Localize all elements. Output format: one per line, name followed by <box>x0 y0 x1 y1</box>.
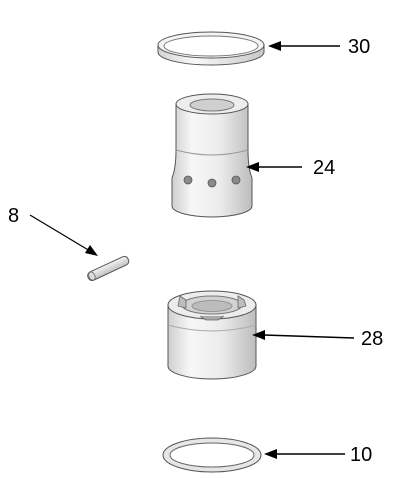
callout-label-28: 28 <box>361 328 383 350</box>
bushing-part-24 <box>171 93 253 218</box>
callout-label-10: 10 <box>350 444 372 466</box>
callout-label-30: 30 <box>348 36 370 58</box>
sleeve-part-28 <box>167 290 257 380</box>
ring-part-30 <box>157 31 265 66</box>
oring-part-10 <box>162 437 262 473</box>
callout-arrow-30 <box>268 41 340 51</box>
callout-label-24: 24 <box>313 157 335 179</box>
callout-label-8: 8 <box>8 205 19 227</box>
pin-part-8 <box>87 255 130 282</box>
callout-arrow-24 <box>246 162 302 172</box>
callout-arrow-28 <box>252 330 355 340</box>
callout-arrow-8 <box>29 214 98 256</box>
callout-arrow-10 <box>264 449 345 459</box>
